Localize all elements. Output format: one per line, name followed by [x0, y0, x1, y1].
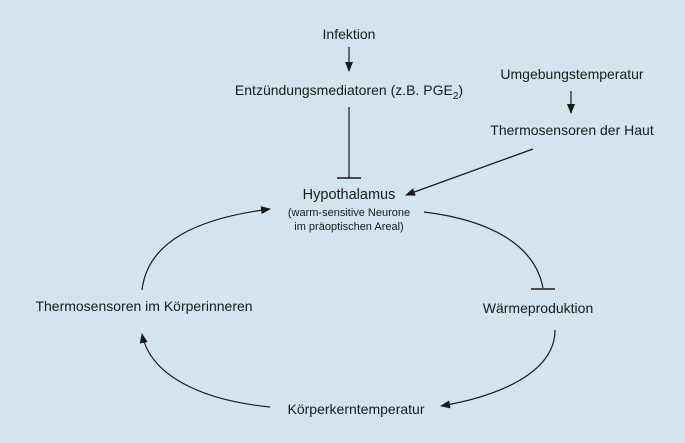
node-entzuendungsmediatoren-subscript: 2: [452, 90, 459, 102]
node-hypothalamus-detail-1: (warm-sensitive Neurone: [287, 207, 411, 219]
node-hypothalamus: Hypothalamus: [302, 187, 396, 203]
node-thermosensoren-koerperinneren: Thermosensoren im Körperinneren: [35, 298, 253, 314]
node-waermeproduktion: Wärmeproduktion: [482, 300, 594, 316]
node-koerperkerntemperatur: Körperkerntemperatur: [287, 401, 425, 417]
arrow-haut-to-hypothalamus: [405, 148, 534, 196]
node-hypothalamus-detail-2: im präoptischen Areal): [294, 221, 404, 233]
arrow-waerme-to-kern: [440, 329, 556, 409]
inhibition-hypothalamus-to-waerme: [423, 211, 544, 289]
node-infektion: Infektion: [322, 26, 376, 42]
arrow-kern-to-koerperinneren: [139, 333, 271, 408]
arrow-koerperinneren-to-hypothalamus: [141, 206, 271, 291]
node-entzuendungsmediatoren-text: Entzündungsmediatoren (z.B. PGE: [234, 82, 453, 98]
node-entzuendungsmediatoren: Entzündungsmediatoren (z.B. PGE2): [235, 81, 463, 106]
node-entzuendungsmediatoren-close: ): [458, 82, 464, 98]
node-umgebungstemperatur: Umgebungstemperatur: [500, 66, 644, 82]
node-thermosensoren-haut: Thermosensoren der Haut: [490, 122, 654, 138]
